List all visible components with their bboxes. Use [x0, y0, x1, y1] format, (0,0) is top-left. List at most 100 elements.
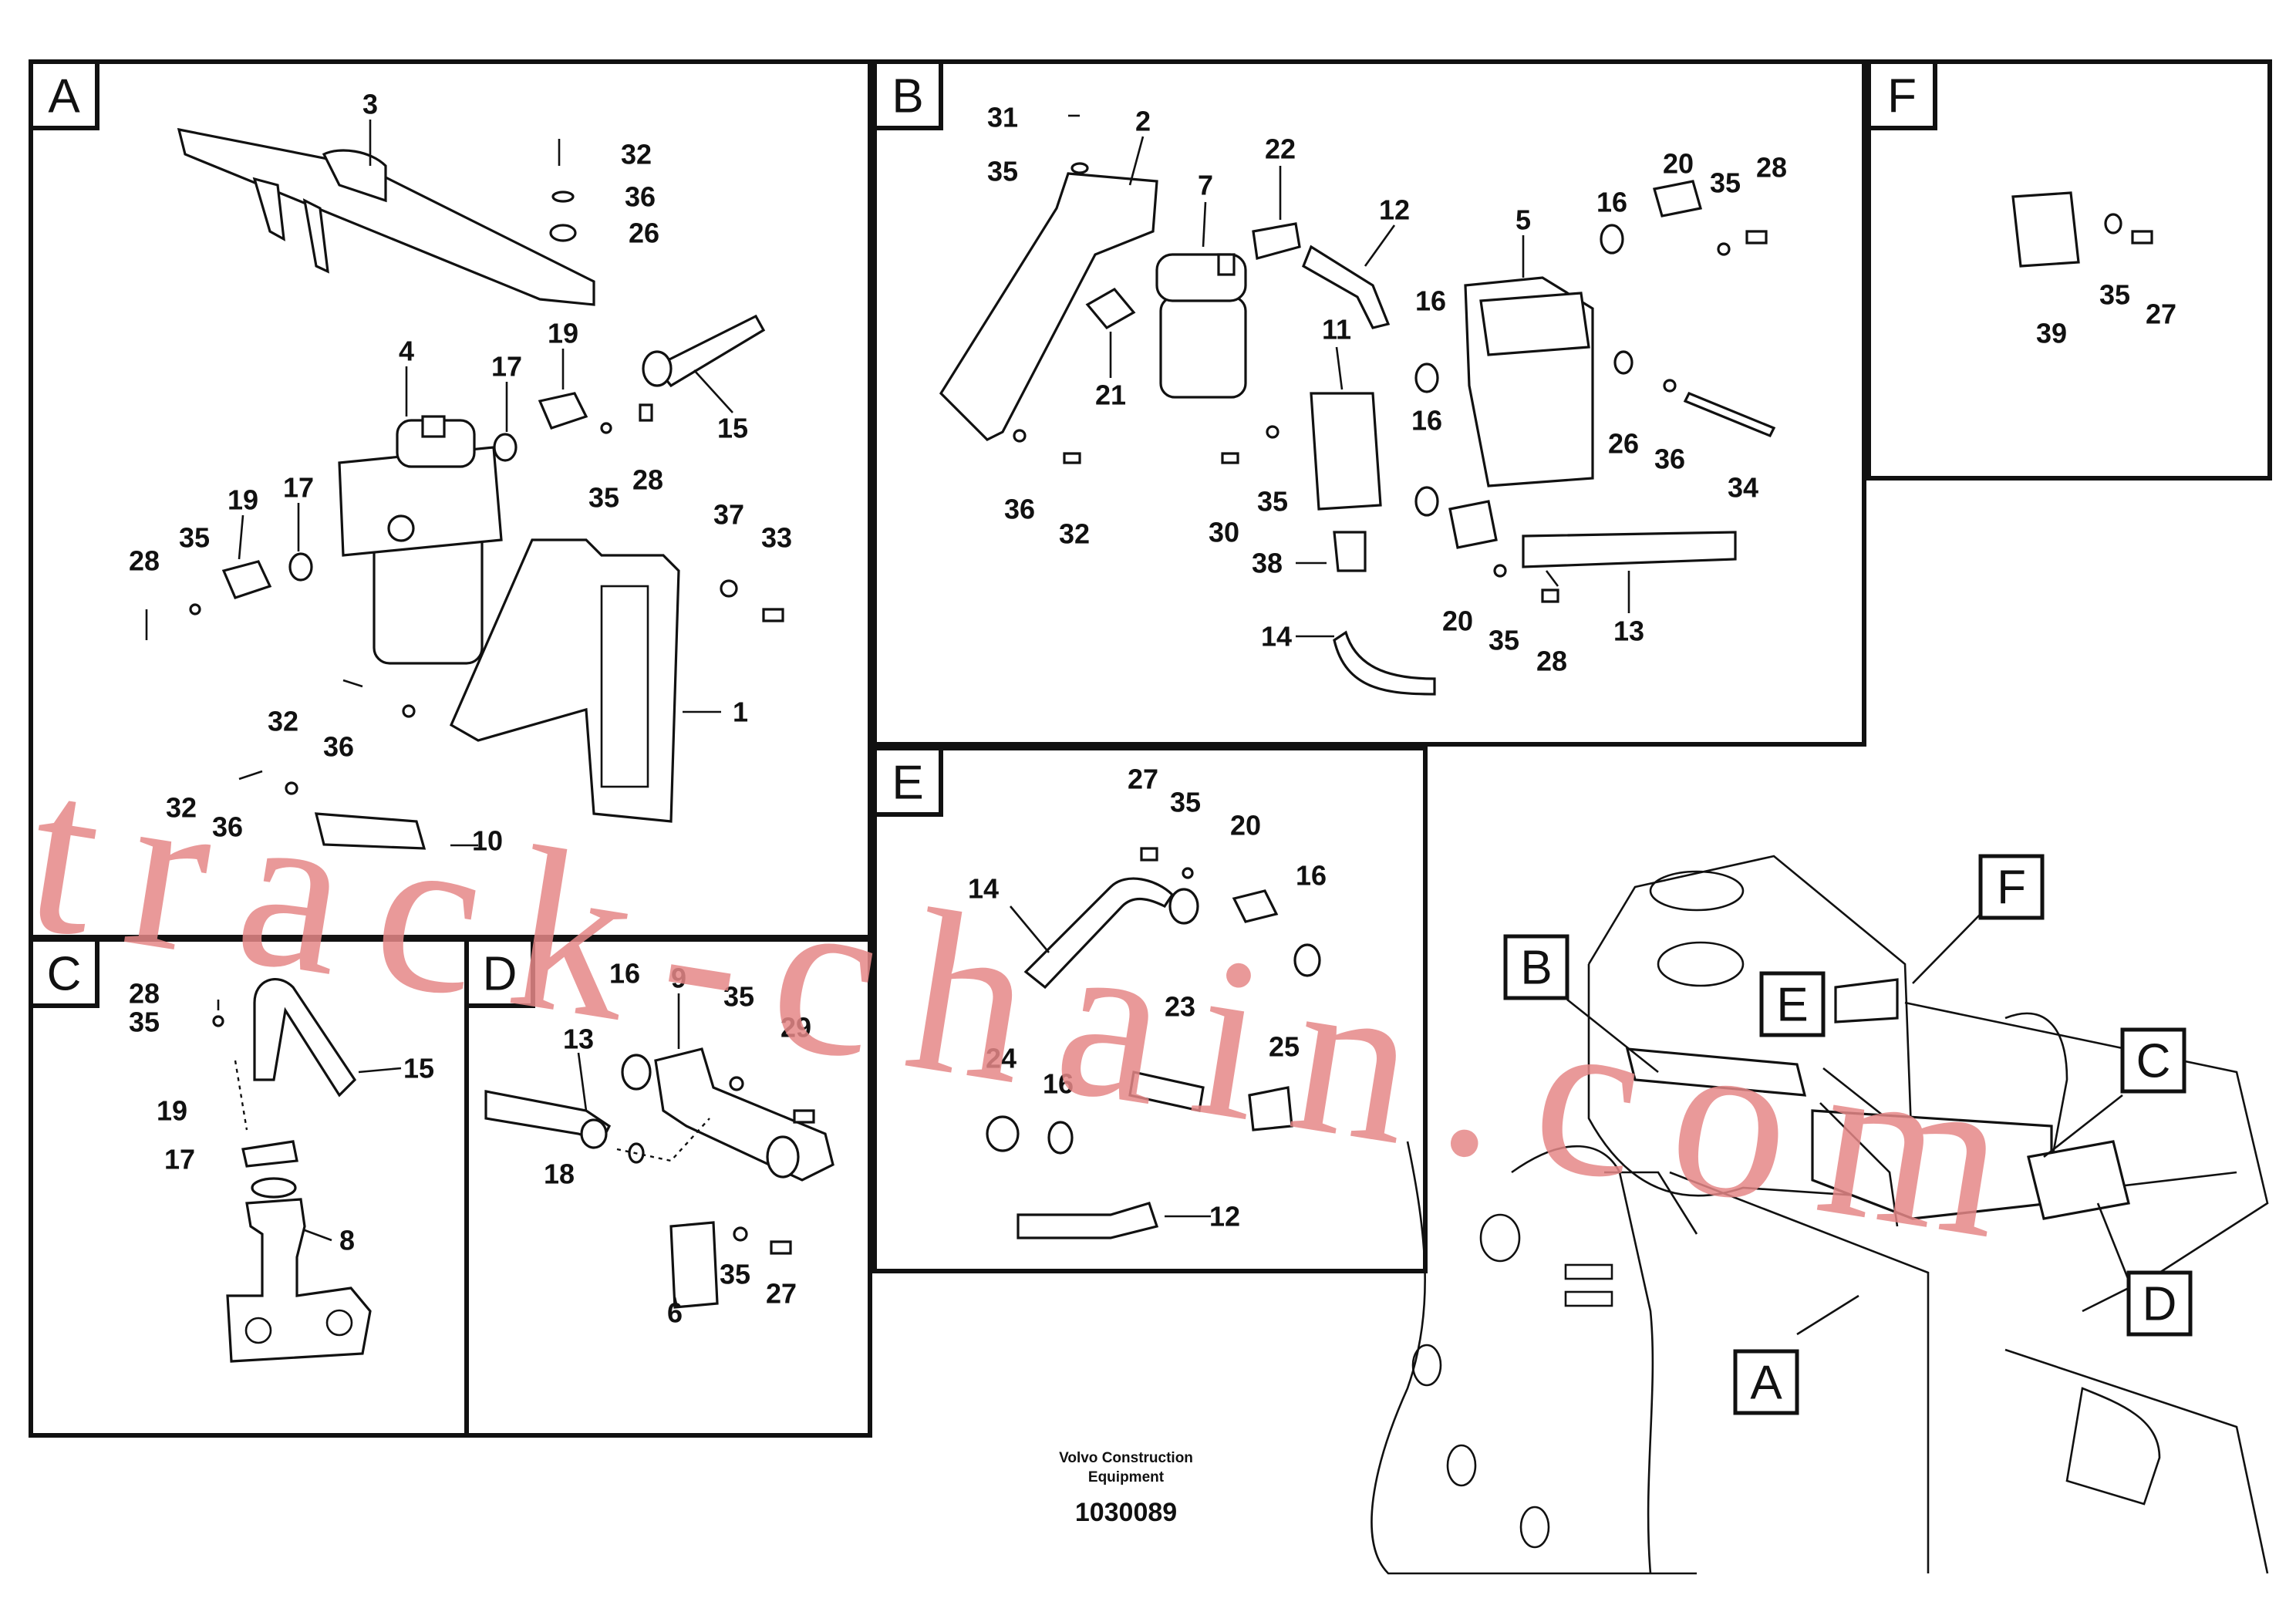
callout: 20 — [1442, 605, 1473, 637]
callout: 28 — [632, 464, 663, 496]
manifold-part-8 — [226, 1198, 372, 1363]
callout: 35 — [179, 522, 210, 554]
plate-part-1 — [449, 538, 680, 823]
callout: 29 — [781, 1012, 811, 1044]
svg-text:F: F — [1887, 70, 1917, 123]
callout: 3 — [362, 89, 378, 120]
callout: 36 — [212, 811, 243, 843]
callout: 26 — [1608, 428, 1639, 460]
callout: 21 — [1095, 379, 1126, 411]
callout: 12 — [1209, 1201, 1240, 1233]
callout: 16 — [1596, 187, 1627, 218]
callout: 27 — [1128, 764, 1158, 795]
overview-labels: B E F C D A — [1503, 854, 2193, 1415]
callout: 38 — [1252, 548, 1283, 579]
drawing-caption: Volvo Construction Equipment 1030089 — [964, 1448, 1288, 1528]
panel-e-drawings — [986, 847, 1321, 1239]
caption-org-line1: Volvo Construction — [1059, 1450, 1193, 1466]
callout: 30 — [1209, 517, 1239, 548]
callout: 13 — [1613, 615, 1644, 647]
adapter-part-21 — [1085, 287, 1136, 330]
callout: 16 — [1043, 1068, 1074, 1100]
filter-part-4 — [338, 415, 503, 665]
callout: 32 — [268, 706, 298, 737]
callouts-panel-a: 3 32 36 26 4 17 19 15 35 28 19 17 35 28 … — [129, 89, 792, 857]
callout: 7 — [1198, 170, 1213, 201]
adapter-part-22 — [1252, 222, 1301, 261]
callout: 36 — [323, 731, 354, 763]
hose-part-12 — [1301, 244, 1391, 329]
cap-part-25 — [1248, 1086, 1293, 1131]
flange-part-20 — [1448, 500, 1498, 549]
callout: 4 — [399, 336, 414, 367]
callout: 35 — [2099, 279, 2130, 311]
callout: 19 — [548, 318, 578, 349]
panel-letter-b: B — [872, 59, 943, 130]
callout: 35 — [723, 981, 754, 1013]
callout: 14 — [968, 873, 999, 905]
overview-label-e: E — [1776, 979, 1808, 1032]
panel-f-drawings — [2011, 191, 2153, 268]
callout: 35 — [1257, 486, 1288, 518]
callout: 6 — [667, 1297, 683, 1329]
overview-label-a: A — [1750, 1357, 1782, 1410]
flange-part-20 — [1232, 889, 1279, 923]
callout: 28 — [1756, 152, 1787, 184]
callout: 13 — [563, 1023, 594, 1055]
callout: 15 — [403, 1053, 434, 1084]
callout: 12 — [1379, 194, 1410, 226]
callout: 1 — [733, 696, 748, 728]
overview-label-c: C — [2136, 1035, 2171, 1088]
callout: 16 — [1296, 860, 1327, 892]
callout: 19 — [157, 1095, 187, 1127]
callout: 28 — [129, 978, 160, 1010]
panel-letter-f: F — [1866, 59, 1937, 130]
callout: 20 — [1663, 148, 1694, 180]
callout: 23 — [1165, 991, 1195, 1023]
callout: 33 — [761, 522, 792, 554]
callout: 5 — [1515, 204, 1531, 236]
hose-part-14 — [1023, 877, 1175, 990]
panel-letter-boxes: A B F E C D — [29, 59, 1937, 1008]
callout: 27 — [2146, 298, 2176, 330]
svg-text:D: D — [483, 948, 518, 1001]
callout: 35 — [1170, 787, 1201, 818]
fitting-part-38 — [1333, 531, 1367, 572]
panel-letter-a: A — [29, 59, 99, 130]
svg-text:E: E — [892, 757, 923, 810]
callout: 36 — [625, 181, 656, 213]
bracket-part-2 — [939, 172, 1158, 441]
callout: 35 — [1489, 625, 1519, 656]
hose-part-13 — [1522, 531, 1737, 568]
block-part-39 — [2011, 191, 2080, 268]
bolt-part-34 — [1683, 391, 1776, 438]
callout: 26 — [629, 218, 659, 249]
caption-org-line2: Equipment — [1087, 1469, 1165, 1485]
hose-part-12 — [1017, 1202, 1159, 1239]
overview-label-b: B — [1520, 942, 1552, 995]
callout: 28 — [129, 545, 160, 577]
callout: 14 — [1261, 621, 1292, 653]
callout: 22 — [1265, 133, 1296, 165]
hose-part-14 — [1333, 630, 1436, 696]
callout: 34 — [1728, 472, 1758, 504]
callout: 17 — [491, 351, 522, 383]
overview-label-d: D — [2143, 1278, 2177, 1331]
callout: 36 — [1004, 494, 1035, 525]
panel-letter-c: C — [29, 937, 99, 1008]
hose-part-15 — [253, 978, 357, 1098]
callout: 32 — [621, 139, 652, 170]
callout: 18 — [544, 1158, 575, 1190]
flange-part-20 — [1652, 180, 1703, 218]
callout: 35 — [129, 1007, 160, 1038]
callout: 2 — [1135, 106, 1151, 137]
flange-part-19 — [221, 560, 272, 599]
callout: 10 — [472, 825, 503, 857]
callout: 25 — [1269, 1031, 1300, 1063]
svg-text:A: A — [48, 70, 80, 123]
callout: 8 — [339, 1225, 355, 1256]
callout: 9 — [671, 963, 686, 994]
filter-part-7 — [1155, 253, 1247, 399]
panel-letter-e: E — [872, 746, 943, 817]
